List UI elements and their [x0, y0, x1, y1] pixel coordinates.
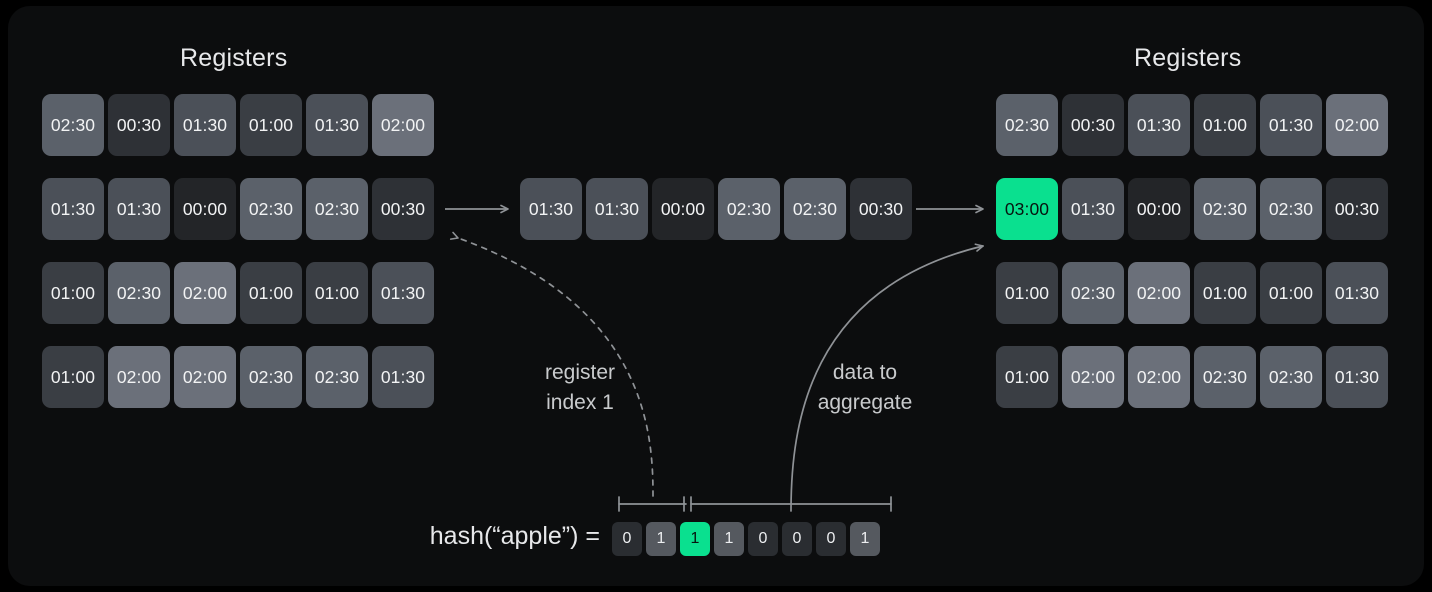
register-cell[interactable]: 00:00: [174, 178, 236, 240]
register-cell[interactable]: 02:30: [996, 94, 1058, 156]
hash-label: hash(“apple”) =: [429, 522, 600, 550]
register-cell[interactable]: 02:30: [1194, 178, 1256, 240]
register-cell[interactable]: 01:30: [108, 178, 170, 240]
hash-bit[interactable]: 0: [612, 522, 642, 556]
register-cell[interactable]: 01:00: [1194, 262, 1256, 324]
register-cell[interactable]: 00:00: [652, 178, 714, 240]
register-cell[interactable]: 02:30: [306, 178, 368, 240]
register-cell[interactable]: 02:30: [240, 178, 302, 240]
register-cell[interactable]: 02:30: [1260, 346, 1322, 408]
register-cell[interactable]: 02:30: [1260, 178, 1322, 240]
register-cell[interactable]: 01:00: [42, 262, 104, 324]
register-cell[interactable]: 01:30: [372, 346, 434, 408]
register-cell[interactable]: 00:30: [1326, 178, 1388, 240]
register-cell[interactable]: 00:30: [108, 94, 170, 156]
register-cell[interactable]: 01:30: [372, 262, 434, 324]
register-cell[interactable]: 02:00: [174, 262, 236, 324]
register-cell[interactable]: 01:30: [174, 94, 236, 156]
hash-bit[interactable]: 0: [816, 522, 846, 556]
register-cell[interactable]: 01:30: [586, 178, 648, 240]
register-cell[interactable]: 01:00: [1194, 94, 1256, 156]
hash-bit[interactable]: 1: [714, 522, 744, 556]
hash-bit[interactable]: 1: [646, 522, 676, 556]
register-cell[interactable]: 01:00: [306, 262, 368, 324]
register-cell[interactable]: 02:00: [1128, 262, 1190, 324]
register-cell[interactable]: 02:30: [784, 178, 846, 240]
register-cell[interactable]: 00:30: [372, 178, 434, 240]
register-cell[interactable]: 01:00: [240, 94, 302, 156]
hash-bit-highlighted[interactable]: 1: [680, 522, 710, 556]
register-cell[interactable]: 02:30: [718, 178, 780, 240]
register-cell[interactable]: 01:30: [306, 94, 368, 156]
register-cell[interactable]: 02:00: [372, 94, 434, 156]
annotation-data-to-aggregate: data to aggregate: [817, 361, 913, 414]
heading-registers-left: Registers: [180, 44, 288, 72]
register-cell[interactable]: 01:00: [1260, 262, 1322, 324]
register-cell[interactable]: 02:00: [1128, 346, 1190, 408]
register-cell[interactable]: 00:30: [850, 178, 912, 240]
annotation-register-index: register index 1: [544, 361, 616, 414]
register-cell[interactable]: 02:00: [108, 346, 170, 408]
register-cell[interactable]: 01:30: [42, 178, 104, 240]
register-cell[interactable]: 02:30: [240, 346, 302, 408]
register-cell[interactable]: 01:30: [1260, 94, 1322, 156]
register-cell[interactable]: 01:00: [996, 262, 1058, 324]
hash-bit[interactable]: 0: [782, 522, 812, 556]
register-cell[interactable]: 02:00: [1326, 94, 1388, 156]
register-cell[interactable]: 01:30: [1062, 178, 1124, 240]
register-cell[interactable]: 01:30: [1326, 346, 1388, 408]
register-cell[interactable]: 01:00: [240, 262, 302, 324]
register-cell[interactable]: 01:00: [996, 346, 1058, 408]
register-cell[interactable]: 00:30: [1062, 94, 1124, 156]
register-cell[interactable]: 02:30: [1194, 346, 1256, 408]
index-bracket: [618, 496, 687, 512]
register-cell[interactable]: 02:00: [174, 346, 236, 408]
register-cell-highlighted[interactable]: 03:00: [996, 178, 1058, 240]
register-cell[interactable]: 02:30: [1062, 262, 1124, 324]
register-cell[interactable]: 02:30: [42, 94, 104, 156]
heading-registers-right: Registers: [1134, 44, 1242, 72]
register-cell[interactable]: 01:00: [42, 346, 104, 408]
register-cell[interactable]: 01:30: [1128, 94, 1190, 156]
register-cell[interactable]: 01:30: [520, 178, 582, 240]
register-cell[interactable]: 02:30: [108, 262, 170, 324]
hash-bit[interactable]: 1: [850, 522, 880, 556]
hash-bit[interactable]: 0: [748, 522, 778, 556]
register-cell[interactable]: 02:00: [1062, 346, 1124, 408]
data-bracket: [690, 496, 892, 512]
register-cell[interactable]: 02:30: [306, 346, 368, 408]
register-cell[interactable]: 00:00: [1128, 178, 1190, 240]
register-cell[interactable]: 01:30: [1326, 262, 1388, 324]
